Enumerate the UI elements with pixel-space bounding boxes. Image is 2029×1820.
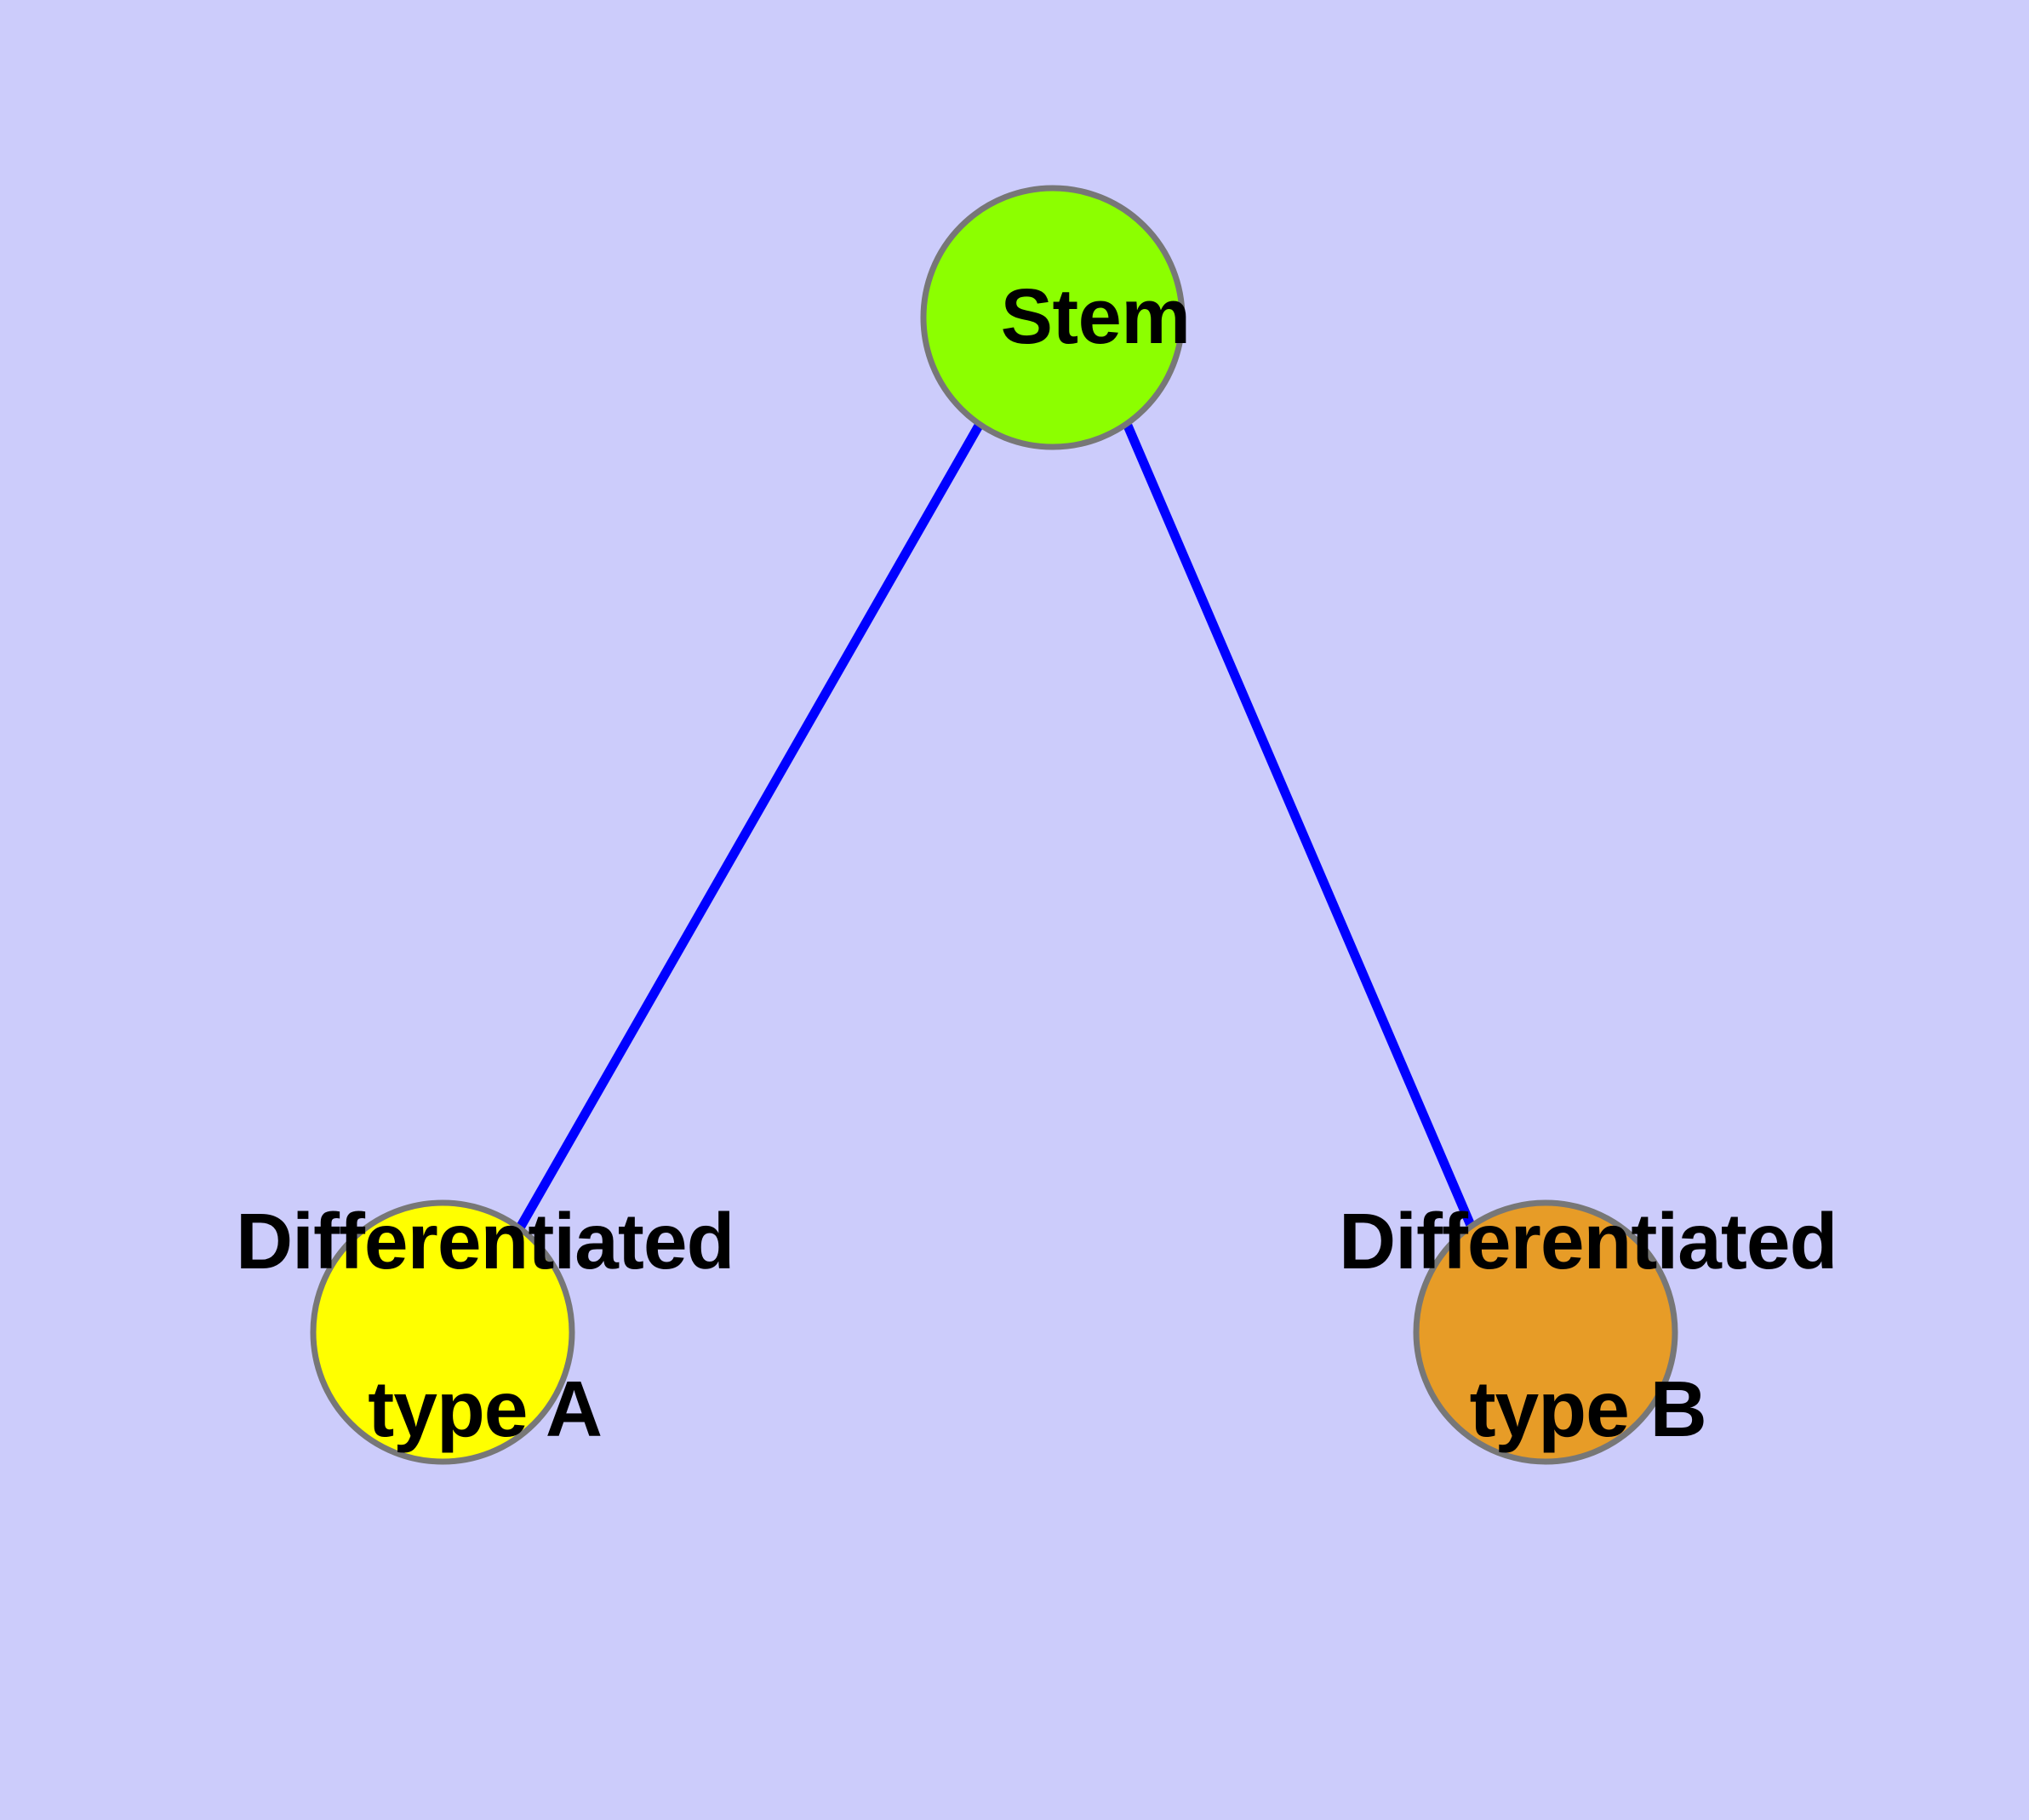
- node-differentiated-type-a[interactable]: [310, 1199, 575, 1465]
- node-layer: [310, 185, 1678, 1465]
- edge-stem-to-type-a: [515, 423, 983, 1232]
- edge-layer: [515, 423, 1477, 1232]
- node-differentiated-type-b[interactable]: [1413, 1199, 1678, 1465]
- edge-stem-to-type-b: [1123, 423, 1477, 1232]
- node-stem[interactable]: [920, 185, 1186, 450]
